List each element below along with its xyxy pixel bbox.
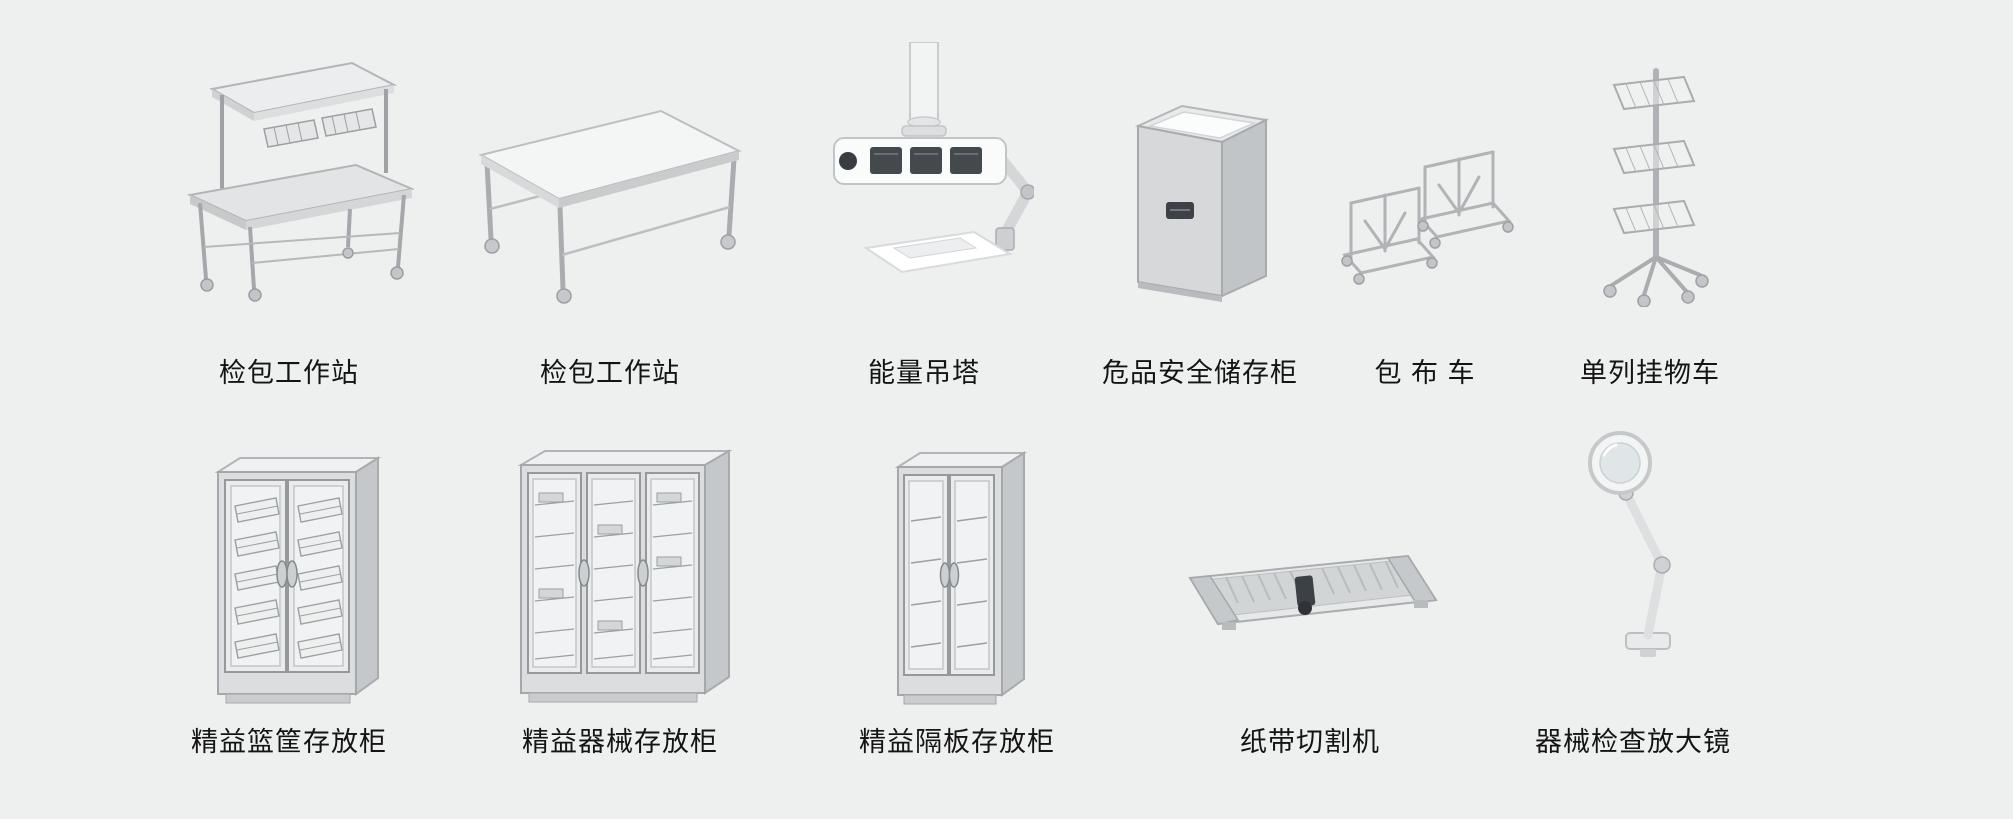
product-lean-basket-storage-cabinet: 精益篮筐存放柜: [139, 420, 439, 759]
product-label: 器械检查放大镜: [1535, 727, 1731, 757]
product-label: 包 布 车: [1374, 358, 1476, 388]
packing-workstation-image: [139, 45, 439, 307]
pendant-illustration-icon: [833, 42, 1034, 274]
divider-cabinet-image: [807, 420, 1107, 706]
product-energy-pendant: 能量吊塔: [774, 42, 1074, 390]
cloth-cart-illustration-icon: [1341, 150, 1514, 285]
product-label: 单列挂物车: [1580, 358, 1720, 388]
hazmat-cabinet-illustration-icon: [1134, 104, 1270, 302]
product-lean-instrument-storage-cabinet: 精益器械存放柜: [470, 420, 770, 759]
product-label: 精益隔板存放柜: [859, 727, 1055, 757]
hanging-cart-illustration-icon: [1602, 68, 1709, 307]
magnifier-illustration-icon: [1588, 431, 1671, 657]
hazmat-cabinet-image: [1050, 45, 1350, 307]
product-label: 精益篮筐存放柜: [191, 727, 387, 757]
tape-cutter-image: [1160, 420, 1460, 706]
workstation-illustration-icon: [186, 61, 414, 302]
product-label: 检包工作站: [540, 358, 680, 388]
product-wrap-cloth-cart: 包 布 车: [1275, 45, 1575, 390]
instrument-cabinet-illustration-icon: [516, 449, 733, 703]
cloth-cart-image: [1275, 45, 1575, 307]
divider-cabinet-illustration-icon: [894, 451, 1028, 705]
instrument-cabinet-image: [470, 420, 770, 706]
product-label: 危品安全储存柜: [1102, 358, 1298, 388]
product-paper-tape-cutter: 纸带切割机: [1160, 420, 1460, 759]
product-label: 纸带切割机: [1240, 727, 1380, 757]
product-hazmat-safety-cabinet: 危品安全储存柜: [1050, 45, 1350, 390]
energy-pendant-image: [774, 42, 1074, 307]
hanging-cart-image: [1500, 45, 1800, 307]
product-instrument-inspection-magnifier: 器械检查放大镜: [1483, 420, 1783, 759]
worktable-illustration-icon: [477, 109, 742, 304]
product-packing-workstation: 检包工作站: [139, 45, 439, 390]
tape-cutter-illustration-icon: [1188, 554, 1438, 630]
product-single-column-hanging-cart: 单列挂物车: [1500, 45, 1800, 390]
product-label: 检包工作站: [219, 358, 359, 388]
product-lean-divider-storage-cabinet: 精益隔板存放柜: [807, 420, 1107, 759]
product-label: 精益器械存放柜: [522, 727, 718, 757]
product-packing-worktable: 检包工作站: [460, 45, 760, 390]
product-label: 能量吊塔: [868, 358, 980, 388]
footer-strip: [0, 819, 2013, 829]
basket-cabinet-image: [139, 420, 439, 706]
magnifier-image: [1483, 420, 1783, 706]
packing-worktable-image: [460, 45, 760, 307]
basket-cabinet-illustration-icon: [214, 456, 381, 704]
